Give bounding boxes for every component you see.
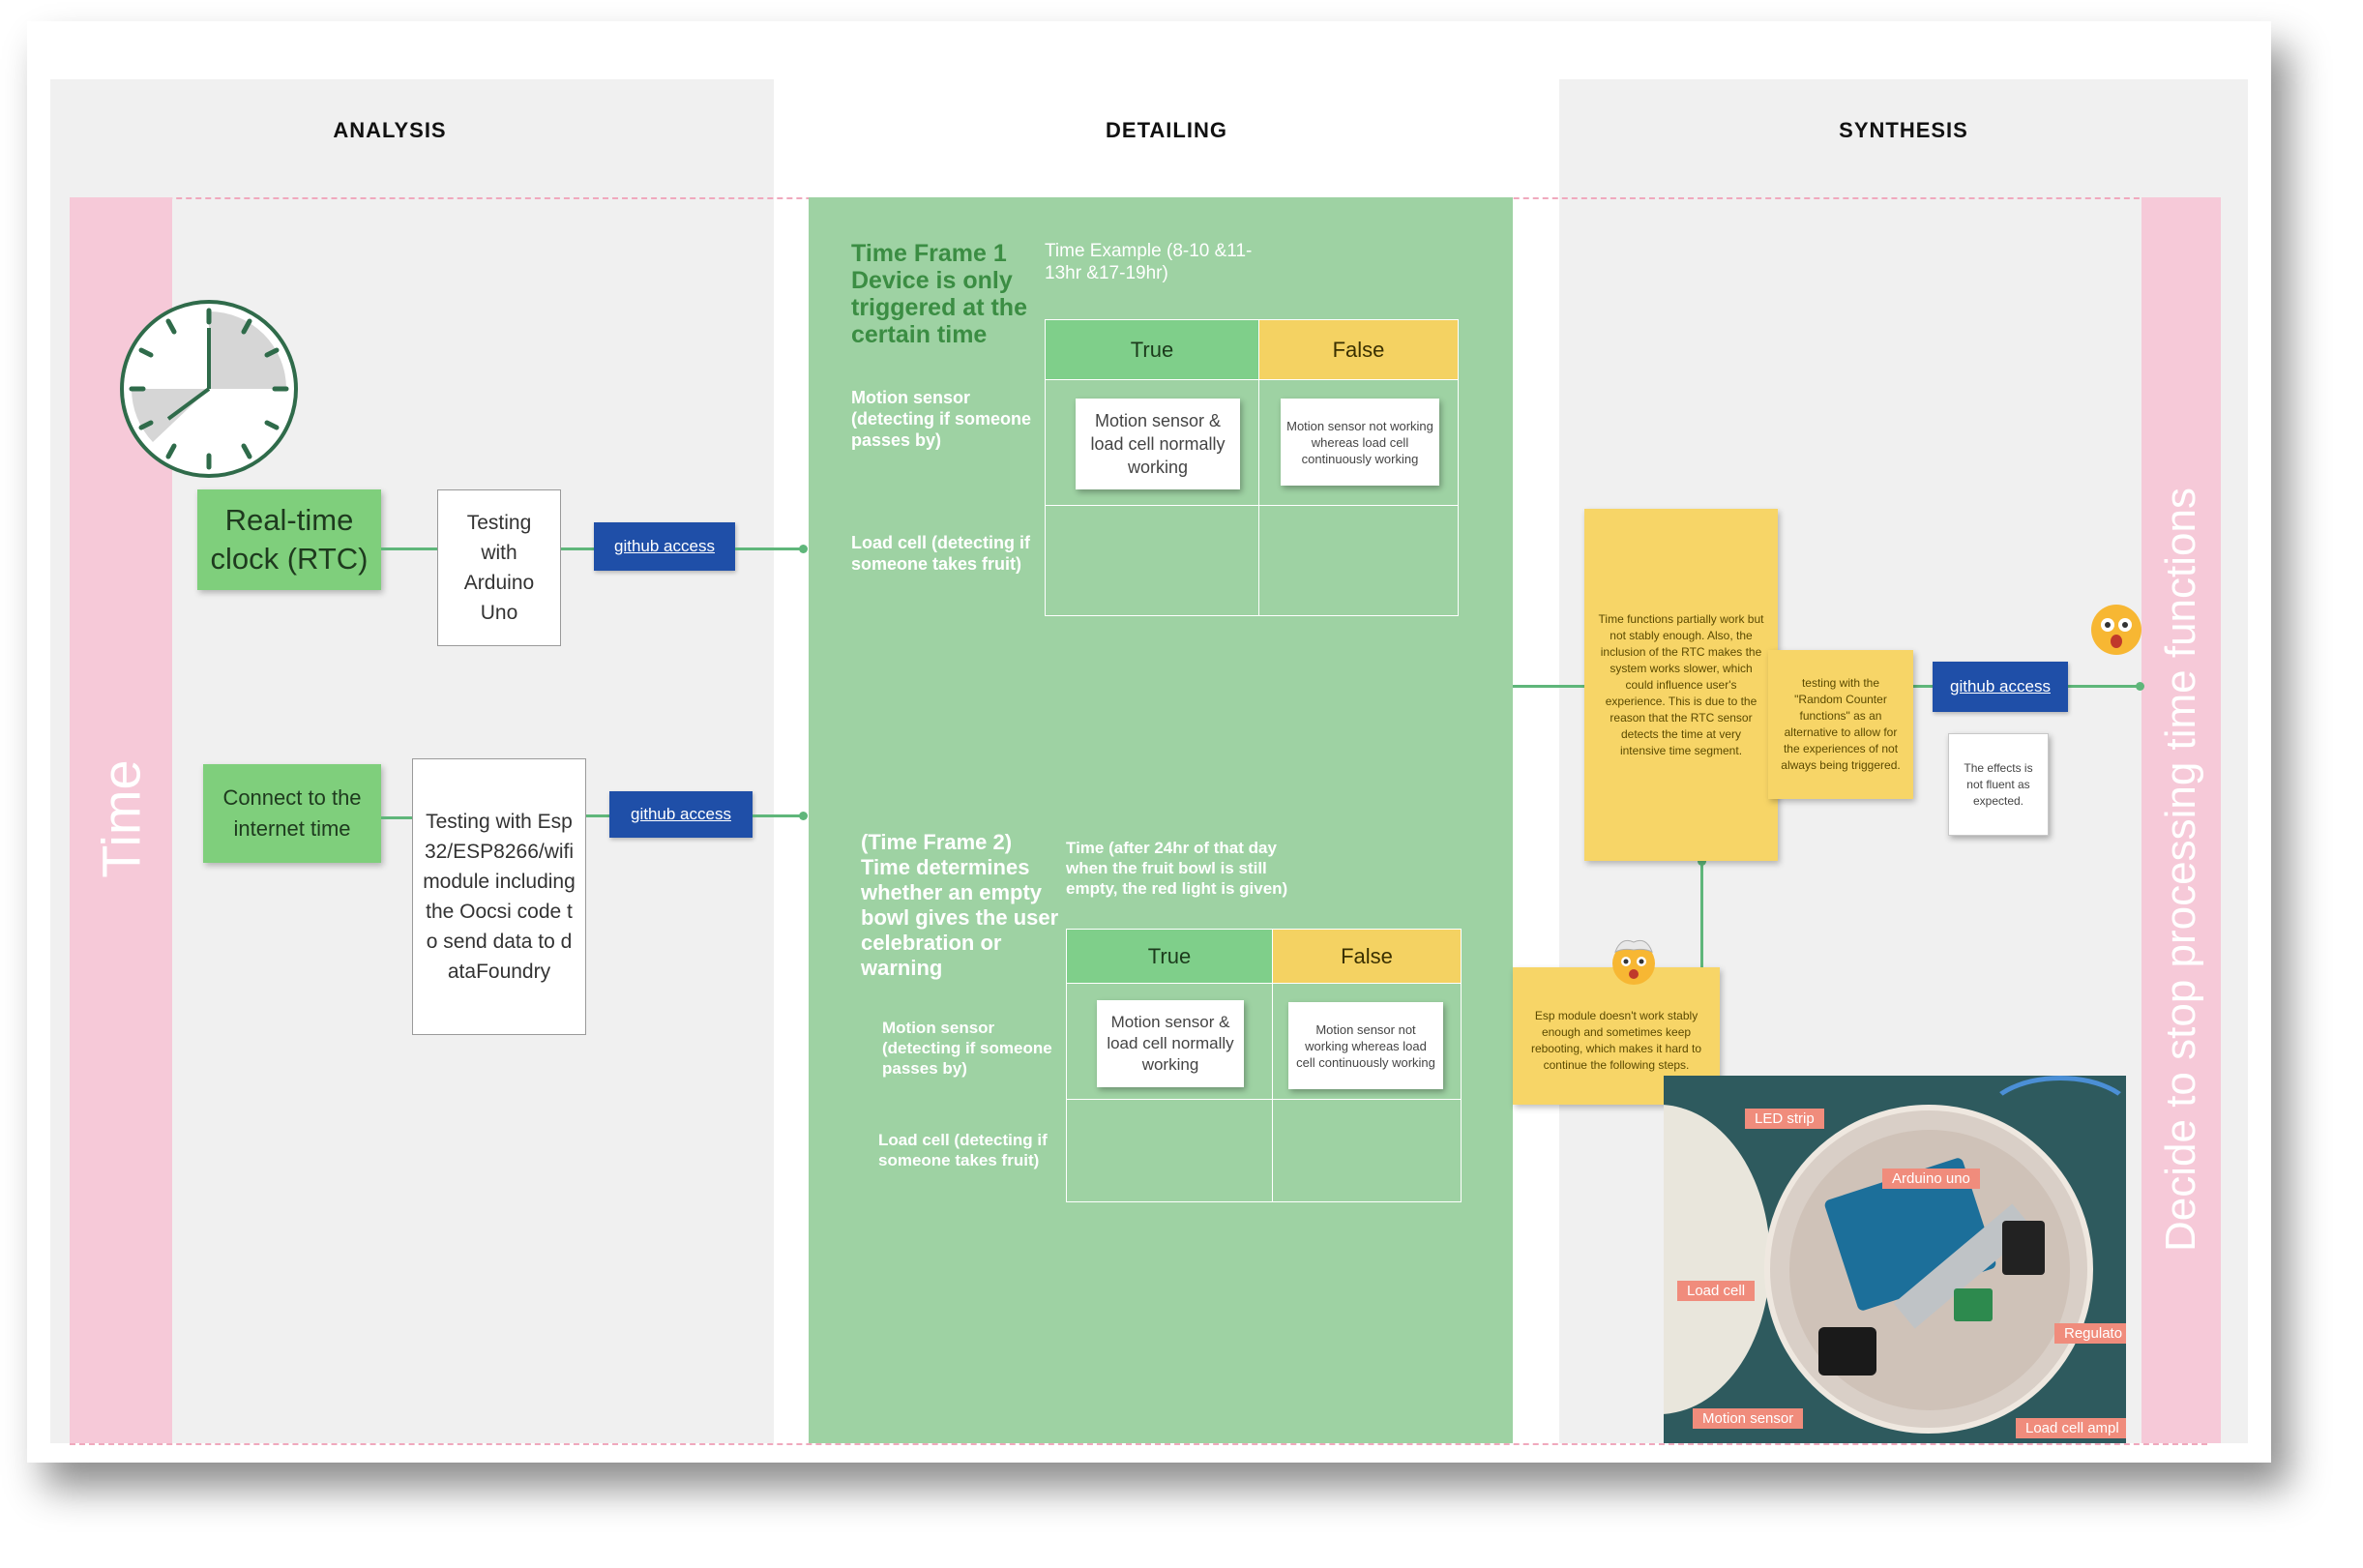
lane-border-bottom	[70, 1443, 2207, 1445]
frame2-time-note: Time (after 24hr of that day when the fr…	[1066, 839, 1288, 898]
internet-connector-3	[753, 814, 803, 817]
frame2-note-true: Motion sensor & load cell normally worki…	[1097, 1000, 1244, 1087]
exploding-head-icon	[1612, 939, 1655, 985]
esp-to-rtc-result-line	[1700, 861, 1703, 967]
analysis-header: ANALYSIS	[333, 118, 447, 142]
internet-test-box: Testing with Esp32/ESP8266/wifi module i…	[412, 758, 586, 1035]
frame2-row1-label: Motion sensor (detecting if someone pass…	[882, 1019, 1052, 1078]
synthesis-github-button[interactable]: github access	[1933, 662, 2068, 712]
synthesis-header: SYNTHESIS	[1839, 118, 1968, 142]
detailing-header: DETAILING	[1106, 118, 1227, 142]
frame2-cell-true-load	[1066, 1099, 1273, 1202]
github-to-decision-line	[2068, 685, 2141, 688]
internet-sticky: Connect to the internet time	[203, 764, 381, 863]
frame2-title: (Time Frame 2) Time determines whether a…	[861, 830, 1059, 980]
whiteboard: ANALYSIS DETAILING SYNTHESIS Time Decide…	[27, 21, 2271, 1463]
frame2-false-header: False	[1272, 929, 1462, 984]
frame1-true-header: True	[1045, 319, 1259, 380]
time-lane-label: Time	[90, 759, 152, 878]
frame1-false-header: False	[1258, 319, 1459, 380]
decision-lane: Decide to stop processing time functions	[2141, 197, 2221, 1443]
rtc-github-button[interactable]: github access	[594, 522, 735, 571]
internet-github-button[interactable]: github access	[609, 791, 753, 838]
rtc-connector-end	[799, 545, 808, 553]
frame2-cell-false-load	[1272, 1099, 1462, 1202]
regulator-module	[2002, 1221, 2045, 1275]
photo-label-regulator: Regulato	[2054, 1323, 2126, 1344]
internet-connector-2	[586, 814, 609, 817]
frame1-title: Time Frame 1 Device is only triggered at…	[851, 240, 1027, 348]
motion-sensor-module	[1818, 1327, 1876, 1376]
rtc-result-sticky: Time functions partially work but not st…	[1584, 509, 1778, 861]
frame2-row2-label: Load cell (detecting if someone takes fr…	[878, 1131, 1048, 1169]
effects-note: The effects is not fluent as expected.	[1948, 733, 2049, 836]
frame1-row2-label: Load cell (detecting if someone takes fr…	[851, 533, 1031, 574]
rtc-test-box: Testing with Arduino Uno	[437, 489, 561, 646]
frame1-time-note: Time Example (8-10 &11-13hr &17-19hr)	[1045, 241, 1253, 283]
internet-connector-end	[799, 812, 808, 820]
photo-label-motion: Motion sensor	[1693, 1408, 1804, 1429]
wire-blue	[1983, 1076, 2126, 1163]
photo-label-arduino: Arduino uno	[1882, 1169, 1980, 1189]
frame2-true-header: True	[1066, 929, 1273, 984]
photo-label-amp: Load cell ampl	[2016, 1418, 2126, 1438]
rtc-connector-1	[381, 547, 437, 550]
rtc-connector-2	[561, 547, 596, 550]
hardware-photo: LED strip Arduino uno Load cell Regulato…	[1664, 1076, 2126, 1443]
frame1-note-true: Motion sensor & load cell normally worki…	[1076, 399, 1240, 489]
bowl-lid	[1664, 1105, 1770, 1414]
clock-icon	[120, 300, 298, 478]
rtc-sticky: Real-time clock (RTC)	[197, 489, 381, 590]
random-counter-sticky: testing with the "Random Counter functio…	[1768, 650, 1913, 799]
photo-label-loadcell: Load cell	[1677, 1281, 1756, 1301]
esp-connector-end	[1698, 857, 1706, 866]
frame1-note-false: Motion sensor not working whereas load c…	[1281, 399, 1439, 486]
internet-connector-1	[381, 816, 412, 819]
frame2-note-false: Motion sensor not working whereas load c…	[1288, 1002, 1443, 1089]
shocked-face-icon	[2091, 605, 2141, 655]
random-to-github-line	[1913, 685, 1933, 688]
decision-connector-end	[2136, 682, 2144, 691]
frame1-cell-false-load	[1258, 505, 1459, 616]
detail-to-synthesis-line	[1513, 685, 1584, 688]
rtc-connector-3	[735, 547, 803, 550]
esp-note-sticky: Esp module doesn't work stably enough an…	[1513, 967, 1720, 1105]
amplifier-module	[1954, 1288, 1993, 1321]
frame1-cell-true-load	[1045, 505, 1259, 616]
decision-lane-label: Decide to stop processing time functions	[2157, 488, 2204, 1252]
frame1-row1-label: Motion sensor (detecting if someone pass…	[851, 388, 1032, 450]
photo-label-led: LED strip	[1745, 1109, 1824, 1129]
